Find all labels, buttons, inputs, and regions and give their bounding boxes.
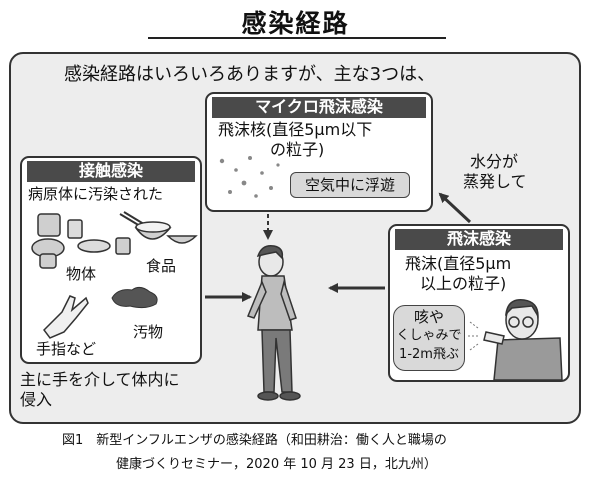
dirt-icon	[111, 286, 158, 309]
hand-icon	[43, 295, 89, 339]
cough-bubble-line2: くしゃみで	[396, 328, 462, 343]
micro-droplet-line1: 飛沫核(直径5μm以下	[218, 120, 373, 139]
toilet-icon	[31, 213, 65, 269]
label-objects: 物体	[66, 265, 97, 283]
contact-infection-subtitle: 病原体に汚染された	[28, 185, 164, 203]
person-icon	[247, 244, 301, 401]
contact-note-line1: 主に手を介して体内に	[20, 370, 180, 389]
droplet-infection-header: 飛沫感染	[395, 229, 563, 250]
figure-caption-line2: 健康づくりセミナー，2020 年 10 月 23 日，北九州）	[116, 457, 437, 472]
cough-bubble-line3: 1-2m飛ぶ	[399, 347, 459, 362]
plate-icon	[77, 239, 111, 253]
label-dirt: 汚物	[133, 323, 164, 341]
contact-infection-header: 接触感染	[27, 161, 195, 182]
label-hands: 手指など	[36, 340, 97, 358]
intro-text: 感染経路はいろいろありますが、主な3つは、	[64, 64, 436, 85]
label-food: 食品	[146, 257, 177, 275]
evaporation-line2: 蒸発して	[463, 172, 527, 191]
coughing-person-icon	[483, 299, 563, 381]
micro-droplet-header: マイクロ飛沫感染	[212, 97, 426, 118]
figure-caption-line1: 図1 新型インフルエンザの感染経路（和田耕治：働く人と職場の	[62, 433, 447, 448]
airborne-tag: 空気中に浮遊	[290, 172, 410, 198]
cough-bubble-line1: 咳や	[413, 308, 444, 326]
contact-note-line2: 侵入	[20, 390, 53, 409]
title-underline	[148, 37, 446, 39]
evaporation-arrow	[438, 192, 472, 224]
cough-bubble	[393, 305, 465, 371]
aerosol-particles-icon	[219, 156, 280, 198]
page-title: 感染経路	[241, 9, 350, 38]
micro-droplet-line2: の粒子)	[270, 140, 325, 159]
cup-icon	[67, 219, 83, 239]
cough-spray-icon	[468, 321, 479, 351]
food-bowl-icon	[115, 221, 198, 255]
evaporation-line1: 水分が	[470, 152, 519, 171]
droplet-line2: 以上の粒子)	[420, 274, 507, 293]
droplet-line1: 飛沫(直径5μm	[405, 254, 512, 273]
